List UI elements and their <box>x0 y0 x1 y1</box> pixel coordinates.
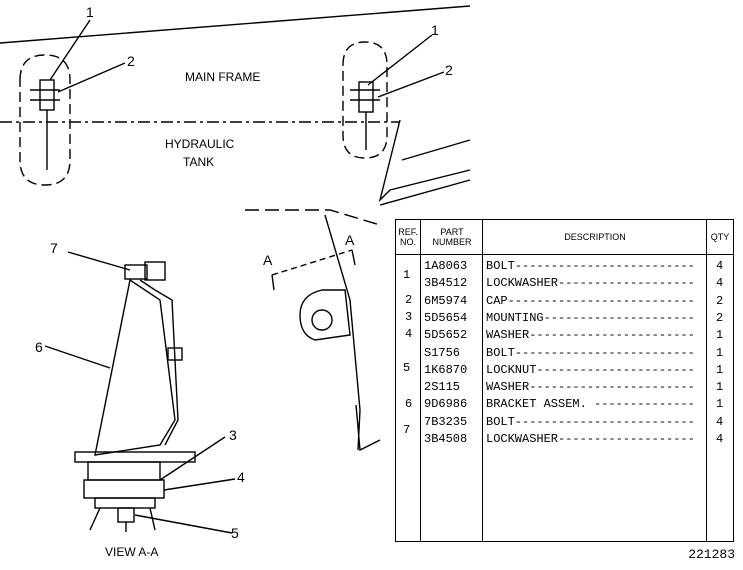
qty-cell: 4 <box>716 259 724 273</box>
description-cell: WASHER----------------------- <box>486 380 695 395</box>
part-number-cell: 2S115 <box>424 380 461 395</box>
qty-cell: 4 <box>716 414 724 429</box>
table-row: 2S115 WASHER----------------------- 1 <box>396 379 733 396</box>
table-row: 5D5652 WASHER----------------------- 1 <box>396 327 733 344</box>
bracket-plate <box>94 278 176 456</box>
frame-top-edge <box>0 5 471 44</box>
qty-cell: 4 <box>716 432 724 446</box>
part-number-cell: 5D5654 <box>424 310 468 325</box>
table-row: 1K6870 LOCKNUT---------------------- 1 <box>396 362 733 379</box>
qty-cell: 1 <box>716 380 724 395</box>
section-a-right: A <box>345 232 355 248</box>
tank-mount <box>299 289 351 341</box>
callout-7: 7 <box>50 240 58 256</box>
qty-cell: 2 <box>716 293 724 308</box>
header-qty: QTY <box>710 232 730 242</box>
ref-5: 5 <box>403 361 411 375</box>
tank-label: TANK <box>183 155 215 169</box>
description-cell: BOLT------------------------- <box>486 414 695 429</box>
callout-4: 4 <box>237 469 245 485</box>
part-number-cell: 3B4512 <box>424 276 468 291</box>
table-row: 1A8063 BOLT------------------------- 4 <box>396 258 733 275</box>
description-cell: CAP-------------------------- <box>486 293 695 308</box>
qty-cell: 2 <box>716 310 724 325</box>
table-row: 5D5654 MOUNTING--------------------- 2 <box>396 310 733 327</box>
right-mount-outline <box>342 41 388 159</box>
ref-7: 7 <box>403 423 411 437</box>
section-line <box>271 249 353 276</box>
qty-cell: 1 <box>716 397 724 412</box>
table-row: 3B4508 LOCKWASHER------------------- 4 <box>396 431 733 448</box>
callout-1-right: 1 <box>431 22 439 38</box>
description-cell: WASHER----------------------- <box>486 328 695 343</box>
header-part-number: PART NUMBER <box>432 227 472 247</box>
part-number-cell: S1756 <box>424 345 461 360</box>
callout-1-left: 1 <box>86 4 94 20</box>
qty-cell: 1 <box>716 328 724 343</box>
description-cell: LOCKNUT---------------------- <box>486 362 695 377</box>
ref-4: 4 <box>405 327 413 341</box>
part-number-cell: 7B3235 <box>424 414 468 429</box>
side-bolt <box>167 347 183 361</box>
drawing-number: 221283 <box>688 547 735 562</box>
table-row: 9D6986 BRACKET ASSEM. -------------- 1 <box>396 396 733 413</box>
description-cell: LOCKWASHER------------------- <box>486 432 695 446</box>
hydraulic-label: HYDRAULIC <box>165 137 235 151</box>
table-row: 3B4512 LOCKWASHER------------------- 4 <box>396 275 733 292</box>
callout-6: 6 <box>35 339 43 355</box>
ref-1: 1 <box>403 268 411 282</box>
table-row: 6M5974 CAP-------------------------- 2 <box>396 293 733 310</box>
view-label: VIEW A-A <box>105 545 159 559</box>
top-bolt <box>124 264 148 280</box>
description-cell: BOLT------------------------- <box>486 259 695 273</box>
qty-cell: 4 <box>716 276 724 291</box>
table-row: 7B3235 BOLT------------------------- 4 <box>396 414 733 431</box>
callout-3: 3 <box>229 427 237 443</box>
tank-outline <box>378 119 471 203</box>
table-row: S1756 BOLT------------------------- 1 <box>396 345 733 362</box>
description-cell: BRACKET ASSEM. -------------- <box>486 397 695 412</box>
main-frame-label: MAIN FRAME <box>185 70 261 84</box>
left-mount-outline <box>19 54 71 186</box>
ref-2: 2 <box>405 293 413 307</box>
part-number-cell: 3B4508 <box>424 432 468 446</box>
callout-5: 5 <box>231 525 239 541</box>
parts-table: REF. NO. PART NUMBER DESCRIPTION QTY 1 2… <box>395 219 734 542</box>
left-bolt <box>39 79 55 111</box>
callout-2-left: 2 <box>127 53 135 69</box>
header-ref-no: REF. NO. <box>398 227 418 247</box>
part-number-cell: 5D5652 <box>424 328 468 343</box>
callout-2-right: 2 <box>445 62 453 78</box>
parts-table-header: REF. NO. PART NUMBER DESCRIPTION QTY <box>396 220 733 255</box>
description-cell: MOUNTING--------------------- <box>486 310 695 325</box>
ref-6: 6 <box>405 397 413 411</box>
description-cell: LOCKWASHER------------------- <box>486 276 695 291</box>
right-bolt <box>358 81 374 113</box>
section-a-left: A <box>263 252 273 268</box>
part-number-cell: 9D6986 <box>424 397 468 412</box>
part-number-cell: 1K6870 <box>424 362 468 377</box>
part-number-cell: 6M5974 <box>424 293 468 308</box>
qty-cell: 1 <box>716 345 724 360</box>
ref-3: 3 <box>405 310 413 324</box>
description-cell: BOLT------------------------- <box>486 345 695 360</box>
part-number-cell: 1A8063 <box>424 259 468 273</box>
header-description: DESCRIPTION <box>564 232 626 242</box>
mount-plate <box>74 451 196 463</box>
isolator <box>83 479 165 499</box>
qty-cell: 1 <box>716 362 724 377</box>
